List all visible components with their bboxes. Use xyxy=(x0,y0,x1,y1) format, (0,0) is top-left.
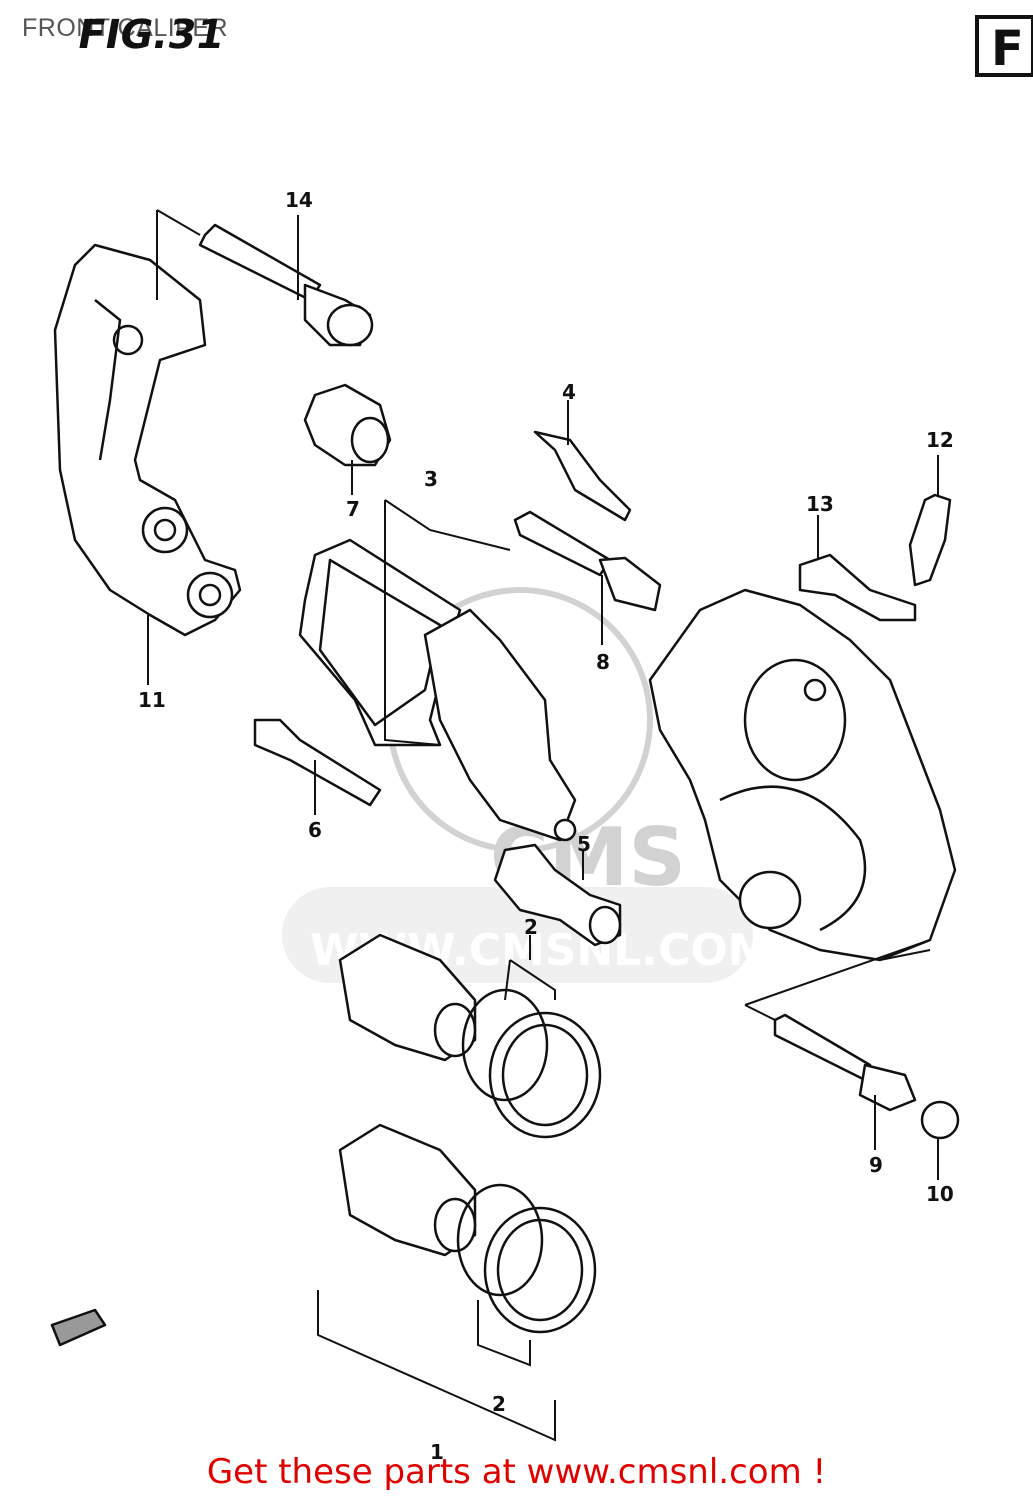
front-arrow-icon xyxy=(50,1308,107,1347)
bleeder-valve-part-12 xyxy=(908,493,952,587)
callout-5: 5 xyxy=(577,832,591,856)
callout-14: 14 xyxy=(285,188,313,212)
slide-pin-part-6 xyxy=(253,718,382,807)
section-letter: F xyxy=(991,21,1024,77)
callout-3: 3 xyxy=(424,467,438,491)
callout-2-upper: 2 xyxy=(524,915,538,939)
bleeder-cap-part-13 xyxy=(798,553,917,622)
bolt-part-5 xyxy=(493,843,622,947)
brake-pad-part-3 xyxy=(298,538,577,842)
caliper-body xyxy=(648,588,957,962)
footer-link[interactable]: Get these parts at www.cmsnl.com ! xyxy=(206,1452,827,1492)
bolt-part-14 xyxy=(198,223,374,347)
section-letter-box: F xyxy=(975,15,1033,77)
plug-part-10 xyxy=(920,1100,960,1140)
callout-7: 7 xyxy=(346,497,360,521)
pad-pin-part-9 xyxy=(773,1013,917,1112)
callout-11: 11 xyxy=(138,688,166,712)
callout-13: 13 xyxy=(806,492,834,516)
page-title: FRONT CALIPER xyxy=(22,14,229,42)
piston-lower xyxy=(338,1123,477,1257)
boot-part-7 xyxy=(303,383,392,467)
callout-9: 9 xyxy=(869,1153,883,1177)
pad-spring-part-4 xyxy=(533,430,632,522)
callout-6: 6 xyxy=(308,818,322,842)
seal-upper xyxy=(461,988,602,1139)
figure-label: FIG.31 xyxy=(73,12,228,58)
callout-2-lower: 2 xyxy=(492,1392,506,1416)
callout-4: 4 xyxy=(562,380,576,404)
piston-upper xyxy=(338,933,477,1062)
callout-12: 12 xyxy=(926,428,954,452)
callout-10: 10 xyxy=(926,1182,954,1206)
callout-1: 1 xyxy=(430,1440,444,1464)
leader-lines xyxy=(147,209,939,1442)
callout-8: 8 xyxy=(596,650,610,674)
seal-lower xyxy=(456,1183,597,1334)
caliper-bracket-part-11 xyxy=(53,243,242,637)
slide-pin-part-8 xyxy=(513,510,662,612)
